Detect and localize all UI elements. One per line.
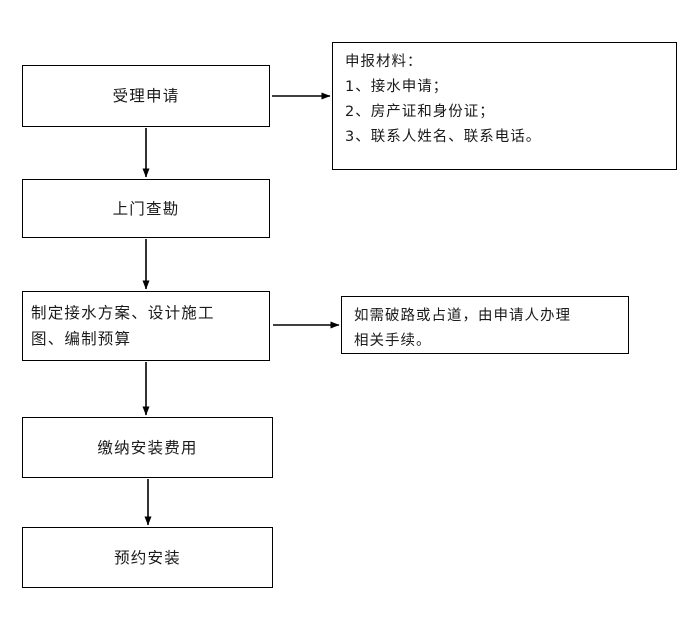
flow-node-label-line1: 制定接水方案、设计施工 bbox=[31, 304, 215, 322]
flow-node-onsite-survey[interactable]: 上门查勘 bbox=[22, 179, 270, 238]
flow-node-accept-application[interactable]: 受理申请 bbox=[22, 65, 270, 127]
flow-node-design-plan[interactable]: 制定接水方案、设计施工 图、编制预算 bbox=[22, 291, 270, 361]
note-road-line1: 如需破路或占道，由申请人办理 bbox=[354, 308, 571, 324]
flow-node-label: 受理申请 bbox=[112, 87, 180, 105]
note-item-3: 3、联系人姓名、联系电话。 bbox=[345, 129, 542, 145]
flow-node-label: 制定接水方案、设计施工 图、编制预算 bbox=[23, 300, 269, 352]
note-heading: 申报材料： bbox=[345, 54, 423, 70]
flow-node-label: 上门查勘 bbox=[112, 199, 180, 218]
flow-node-schedule-installation[interactable]: 预约安装 bbox=[22, 527, 273, 588]
flow-node-label: 预约安装 bbox=[114, 548, 181, 567]
flow-node-label: 缴纳安装费用 bbox=[97, 438, 198, 457]
note-item-2: 2、房产证和身份证； bbox=[345, 104, 495, 120]
note-item-1: 1、接水申请； bbox=[345, 79, 449, 95]
note-box-required-materials[interactable]: 申报材料： 1、接水申请； 2、房产证和身份证； 3、联系人姓名、联系电话。 bbox=[332, 42, 677, 170]
flow-node-pay-installation-fee[interactable]: 缴纳安装费用 bbox=[22, 417, 273, 478]
note-box-road-permit[interactable]: 如需破路或占道，由申请人办理 相关手续。 bbox=[341, 296, 629, 354]
flow-node-label-line2: 图、编制预算 bbox=[31, 330, 132, 348]
note-road-line2: 相关手续。 bbox=[354, 333, 432, 349]
